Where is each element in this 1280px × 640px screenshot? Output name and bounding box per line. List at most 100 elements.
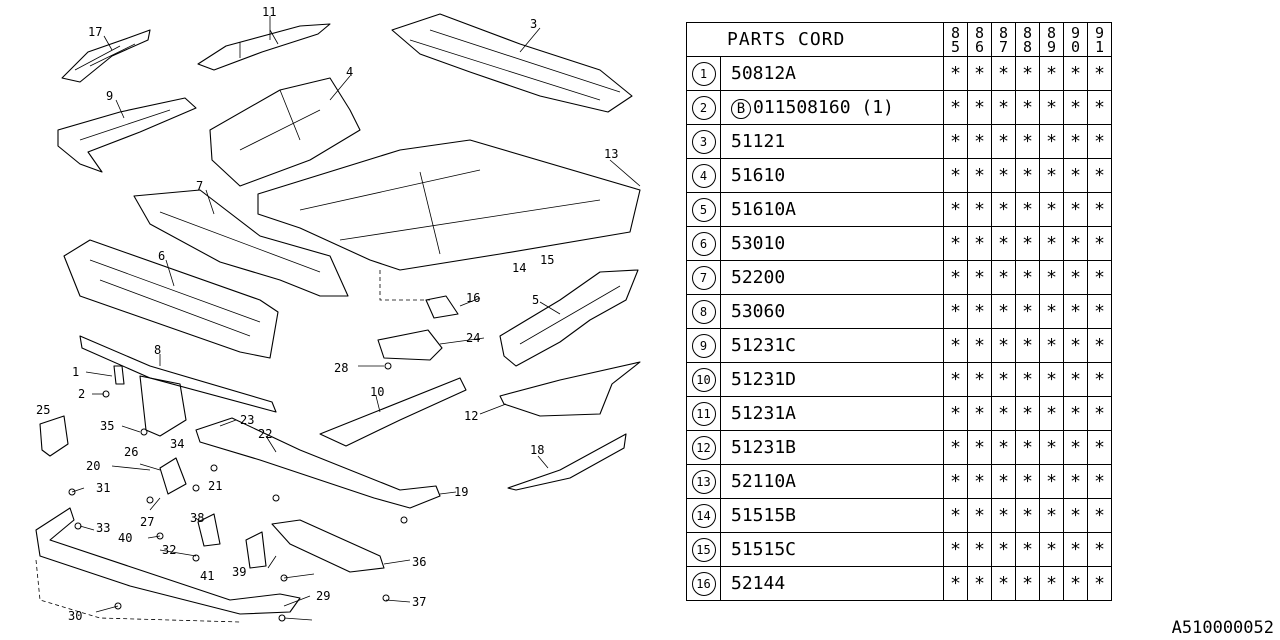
part-code: 51515C	[731, 539, 797, 560]
row-index-cell: 3	[686, 124, 721, 159]
year-availability-mark: *	[991, 532, 1016, 567]
ref-number-circle: 8	[691, 299, 716, 324]
year-availability-mark: *	[991, 192, 1016, 227]
row-index-cell: 15	[686, 532, 721, 567]
callout-19: 19	[454, 485, 468, 499]
part-code-cell: 53060	[720, 294, 944, 329]
year-availability-mark: *	[1015, 396, 1040, 431]
year-availability-mark: *	[1087, 362, 1112, 397]
callout-8: 8	[154, 343, 161, 357]
part-code-cell: 51231A	[720, 396, 944, 431]
row-index-cell: 8	[686, 294, 721, 329]
year-availability-mark: *	[943, 90, 968, 125]
year-availability-mark: *	[1015, 90, 1040, 125]
part-code: 51610A	[731, 199, 797, 220]
year-availability-mark: *	[967, 226, 992, 261]
year-availability-mark: *	[943, 226, 968, 261]
part-code: 53010	[731, 233, 786, 254]
body-panel-drawing: 17 11 3 4 9 13 7 6 14 15 16 5 24 28 8 1 …	[35, 5, 641, 623]
year-availability-mark: *	[943, 532, 968, 567]
year-availability-mark: *	[1039, 158, 1064, 193]
year-availability-mark: *	[943, 192, 968, 227]
callout-41: 41	[200, 569, 214, 583]
year-availability-mark: *	[1087, 226, 1112, 261]
year-availability-mark: *	[1087, 430, 1112, 465]
year-availability-mark: *	[1063, 158, 1088, 193]
part-7-drawing	[133, 189, 349, 297]
part-13-drawing	[257, 139, 641, 301]
year-availability-mark: *	[1063, 464, 1088, 499]
callout-28: 28	[334, 361, 348, 375]
row-index-cell: 11	[686, 396, 721, 431]
year-availability-mark: *	[967, 56, 992, 91]
year-availability-mark: *	[1063, 56, 1088, 91]
year-availability-mark: *	[1087, 192, 1112, 227]
year-availability-mark: *	[1039, 498, 1064, 533]
year-availability-mark: *	[943, 498, 968, 533]
year-availability-mark: *	[1015, 260, 1040, 295]
year-availability-mark: *	[991, 430, 1016, 465]
year-availability-mark: *	[1087, 396, 1112, 431]
callout-30: 30	[68, 609, 82, 623]
year-availability-mark: *	[1039, 226, 1064, 261]
year-availability-mark: *	[943, 158, 968, 193]
callout-9: 9	[106, 89, 113, 103]
year-availability-mark: *	[967, 396, 992, 431]
part-code: 50812A	[731, 63, 797, 84]
part-3-drawing	[391, 13, 633, 113]
year-availability-mark: *	[991, 90, 1016, 125]
part-code: 51121	[731, 131, 786, 152]
callout-13: 13	[604, 147, 618, 161]
callout-32: 32	[162, 543, 176, 557]
ref-number-circle: 14	[691, 503, 716, 528]
callout-11: 11	[262, 5, 276, 19]
year-availability-mark: *	[967, 566, 992, 601]
part-code: 53060	[731, 301, 786, 322]
year-availability-mark: *	[967, 90, 992, 125]
part-5-drawing	[499, 269, 639, 367]
ref-number-circle: 13	[691, 469, 716, 494]
ref-number-circle: 10	[691, 367, 716, 392]
callout-25: 25	[36, 403, 50, 417]
row-index-cell: 2	[686, 90, 721, 125]
header-parts-cord: PARTS CORD	[686, 22, 944, 57]
part-code: 51515B	[731, 505, 797, 526]
year-availability-mark: *	[967, 328, 992, 363]
year-availability-mark: *	[1063, 396, 1088, 431]
year-availability-mark: *	[1039, 260, 1064, 295]
part-12-drawing	[499, 361, 641, 417]
part-code-cell: 51231B	[720, 430, 944, 465]
part-code-cell: 51515B	[720, 498, 944, 533]
part-26-drawing	[159, 457, 187, 495]
year-availability-mark: *	[1063, 226, 1088, 261]
part-code-cell: 50812A	[720, 56, 944, 91]
callout-18: 18	[530, 443, 544, 457]
year-availability-mark: *	[991, 498, 1016, 533]
row-index-cell: 9	[686, 328, 721, 363]
year-availability-mark: *	[1087, 498, 1112, 533]
table-header-row: PARTS CORD 85 86 87 88 89 90 91	[686, 22, 1112, 57]
callout-17: 17	[88, 25, 102, 39]
ref-number-circle: 12	[691, 435, 716, 460]
part-code: 51610	[731, 165, 786, 186]
part-25-drawing	[39, 415, 69, 457]
year-availability-mark: *	[1039, 430, 1064, 465]
year-availability-mark: *	[1015, 532, 1040, 567]
year-availability-mark: *	[967, 362, 992, 397]
year-availability-mark: *	[1015, 566, 1040, 601]
year-availability-mark: *	[1087, 566, 1112, 601]
ref-number-circle: 5	[691, 197, 716, 222]
header-year: 89	[1039, 22, 1064, 57]
year-availability-mark: *	[991, 124, 1016, 159]
year-availability-mark: *	[1087, 90, 1112, 125]
callout-5: 5	[532, 293, 539, 307]
year-availability-mark: *	[1063, 260, 1088, 295]
callout-14: 14	[512, 261, 526, 275]
